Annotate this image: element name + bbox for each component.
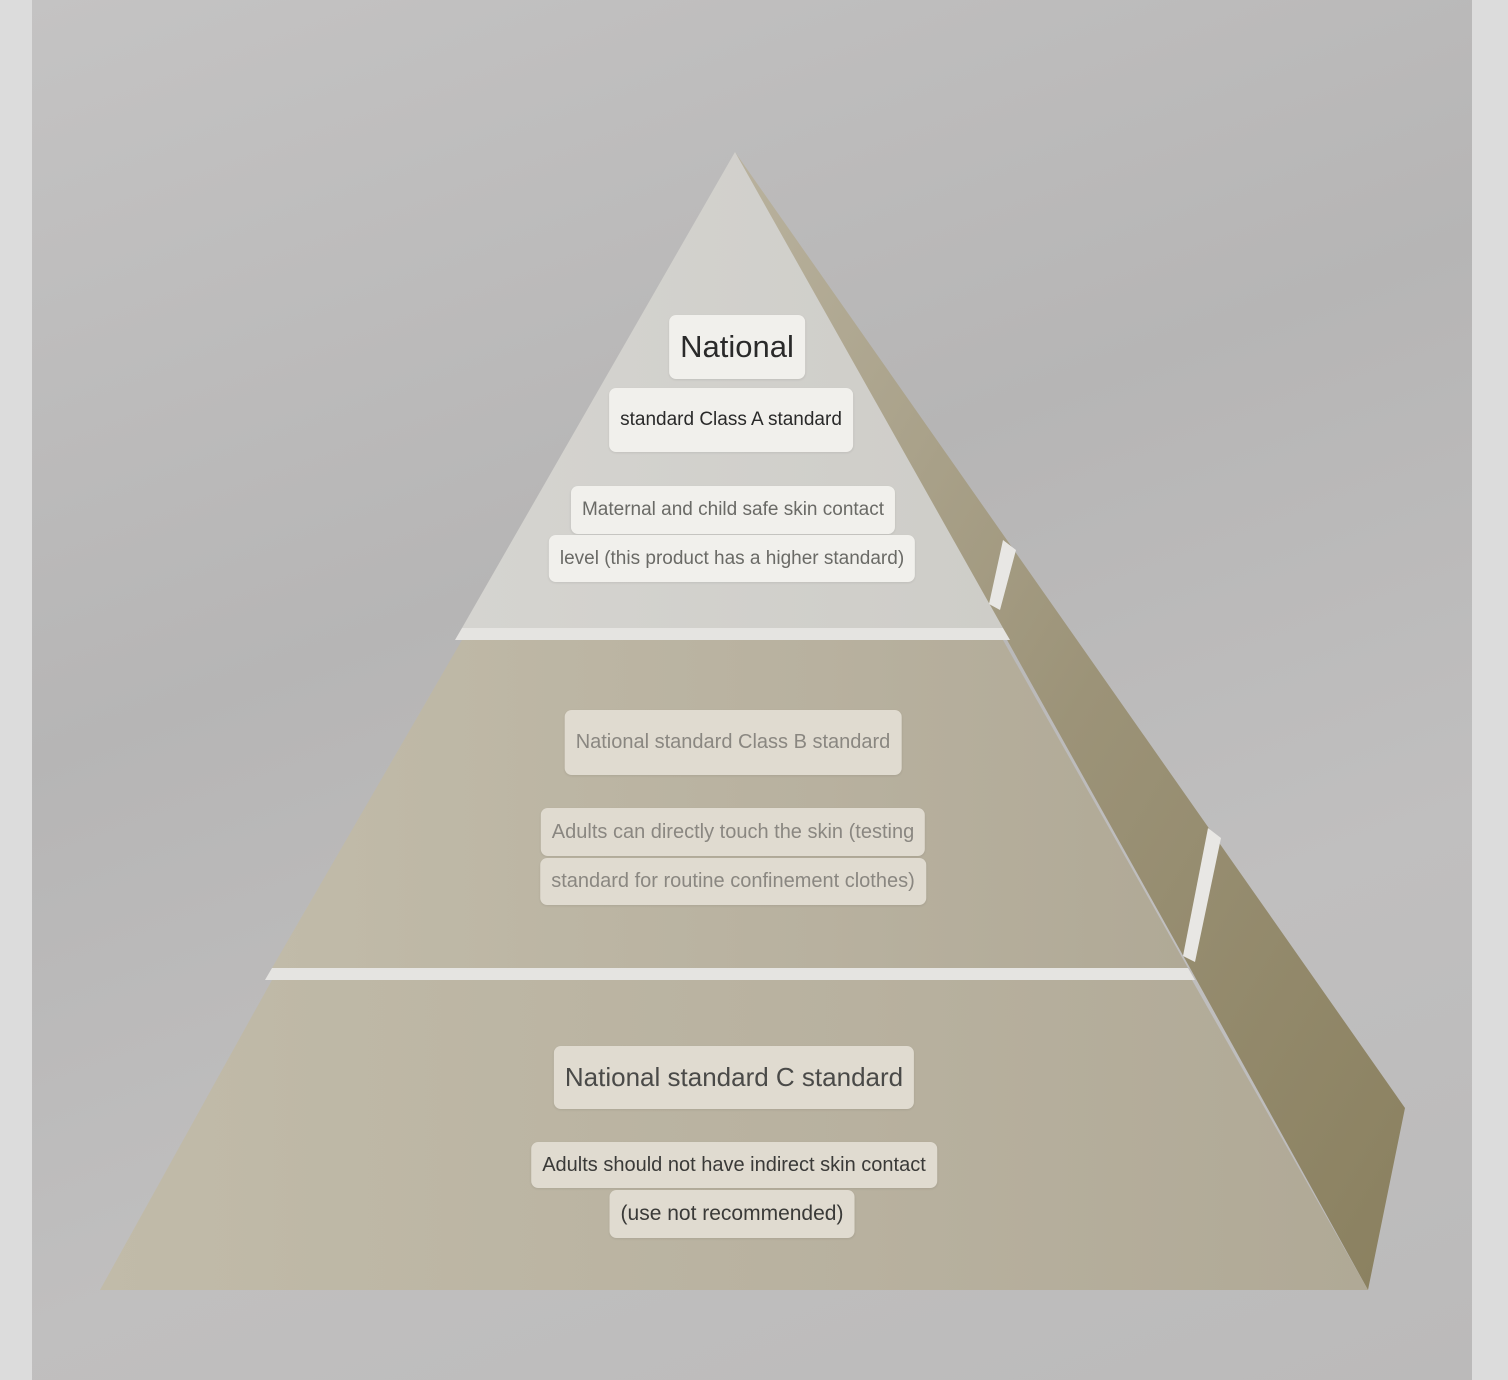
side-separator-lower xyxy=(1183,828,1221,962)
separator-top xyxy=(455,628,1010,640)
tier-top-desc-line2: level (this product has a higher standar… xyxy=(548,535,916,582)
separator-bottom xyxy=(265,968,1195,980)
tier-middle-desc-line2: standard for routine confinement clothes… xyxy=(540,858,926,905)
tier-top-desc-line1: Maternal and child safe skin contact xyxy=(570,486,896,534)
tier-bottom-title: National standard C standard xyxy=(553,1046,915,1109)
tier-middle-title: National standard Class B standard xyxy=(564,710,902,775)
tier-bottom-desc-line1: Adults should not have indirect skin con… xyxy=(531,1142,937,1188)
tier-middle-face xyxy=(272,640,1188,968)
tier-top-title-line2: standard Class A standard xyxy=(609,388,853,452)
side-separator-upper xyxy=(989,540,1016,610)
tier-bottom-desc-line2: (use not recommended) xyxy=(609,1190,855,1238)
pyramid-side-face xyxy=(735,152,1405,1290)
tier-bottom-face xyxy=(100,980,1368,1290)
tier-top-title-line1: National xyxy=(669,315,805,379)
tier-middle-desc-line1: Adults can directly touch the skin (test… xyxy=(540,808,926,856)
